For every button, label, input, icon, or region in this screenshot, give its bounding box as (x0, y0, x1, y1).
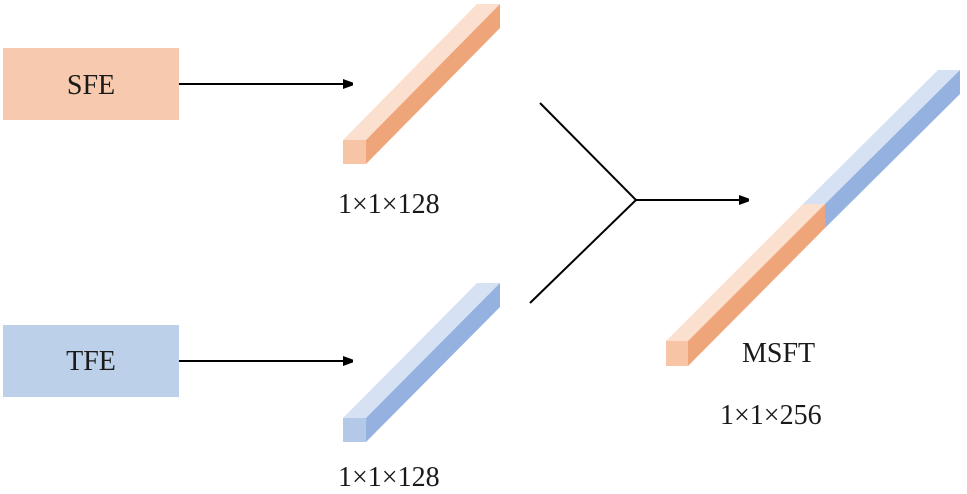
merge-upper-line (539, 102, 637, 201)
fused-orange-top (666, 204, 825, 341)
fused-blue-side (825, 70, 960, 228)
sfe-label: SFE (67, 70, 115, 101)
fused-feature-vector (666, 70, 960, 366)
temporal-vector-side (366, 283, 500, 442)
sfe-box (3, 48, 179, 120)
tfe-box (3, 325, 179, 397)
merge-lower-line (529, 199, 637, 304)
fused-blue-top (803, 70, 960, 204)
spatial-vector-top (343, 4, 500, 140)
merge-connector (529, 102, 748, 304)
fused-dim-label: 1×1×256 (720, 400, 822, 431)
fused-orange-side (688, 204, 825, 366)
temporal-feature-vector (343, 283, 500, 442)
fused-vector-front (666, 341, 688, 366)
temporal-dim-label: 1×1×128 (338, 462, 440, 493)
sfe-module: SFE (3, 48, 179, 120)
temporal-vector-front (343, 418, 366, 442)
fused-label: MSFT (742, 338, 815, 369)
temporal-vector-top (343, 283, 500, 418)
tfe-module: TFE (3, 325, 179, 397)
tfe-label: TFE (66, 346, 116, 377)
spatial-dim-label: 1×1×128 (338, 189, 440, 220)
spatial-feature-vector (343, 4, 500, 164)
spatial-vector-front (343, 140, 366, 164)
spatial-vector-side (366, 4, 500, 164)
